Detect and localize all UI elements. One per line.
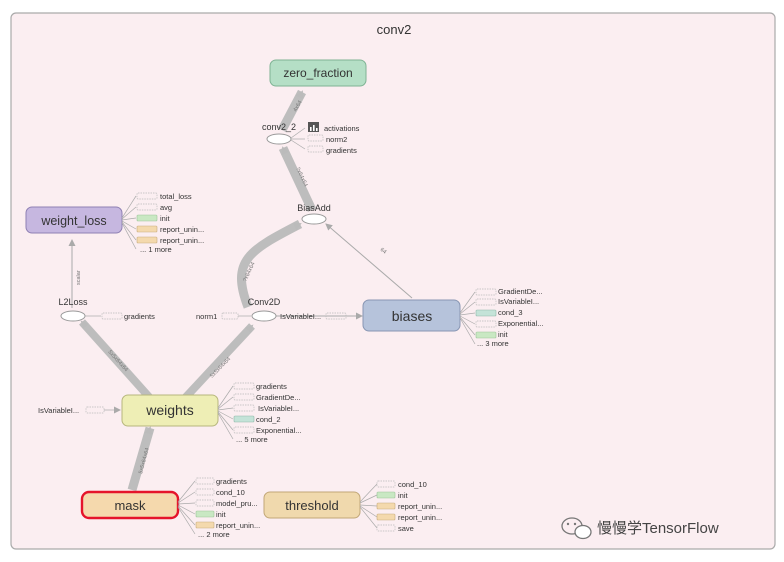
node-threshold[interactable]: threshold — [263, 491, 361, 519]
aux-conv2-2-0: activations — [324, 124, 360, 133]
edge-biases-biasadd — [325, 223, 413, 299]
aux-weight-loss-5[interactable]: ... 1 more — [140, 245, 172, 254]
aux-weights-1: GradientDe... — [256, 393, 301, 402]
aux-weight-loss-2: init — [160, 214, 171, 223]
op-conv2-2[interactable]: conv2_2 — [262, 122, 296, 145]
node-mask-label: mask — [114, 498, 146, 513]
aux-weights-in-0: IsVariableI... — [38, 406, 79, 415]
aux-conv2-2-1: norm2 — [326, 135, 347, 144]
aux-mask-3: init — [216, 510, 227, 519]
aux-biases-2: cond_3 — [498, 308, 523, 317]
aux-weight-loss: total_loss avg init report_unin... repor… — [121, 192, 204, 254]
edge-label-biases-add: 64 — [379, 247, 388, 256]
aux-weight-loss-0: total_loss — [160, 192, 192, 201]
edge-label-l2-loss: scalar — [76, 270, 82, 285]
aux-weights-4: Exponential... — [256, 426, 301, 435]
aux-biases-4: init — [498, 330, 509, 339]
node-biases-label: biases — [392, 308, 432, 324]
aux-weights-2: IsVariableI... — [258, 404, 299, 413]
aux-threshold-4: save — [398, 524, 414, 533]
aux-mask-2: model_pru... — [216, 499, 258, 508]
node-zero-fraction[interactable]: zero_fraction — [269, 59, 367, 87]
node-weight-loss[interactable]: weight_loss — [25, 206, 123, 234]
aux-threshold-0: cond_10 — [398, 480, 427, 489]
node-zero-fraction-label: zero_fraction — [283, 66, 352, 80]
edges — [79, 89, 317, 492]
edge-weights-conv2d — [182, 323, 255, 401]
aux-weight-loss-1: avg — [160, 203, 172, 212]
edge-label-conv-zero: 4x64 — [293, 100, 304, 113]
node-mask[interactable]: mask — [80, 490, 180, 520]
node-weights[interactable]: weights — [121, 394, 219, 427]
aux-threshold: cond_10 init report_unin... report_unin.… — [359, 480, 442, 533]
op-l2loss-label: L2Loss — [58, 297, 88, 307]
node-weights-label: weights — [145, 402, 193, 418]
aux-conv2d: norm1 IsVariableI... — [196, 312, 347, 321]
aux-mask-1: cond_10 — [216, 488, 245, 497]
op-conv2-2-label: conv2_2 — [262, 122, 296, 132]
aux-l2loss-0: gradients — [124, 312, 155, 321]
aux-biases-3: Exponential... — [498, 319, 543, 328]
aux-mask-0: gradients — [216, 477, 247, 486]
aux-weights-0: gradients — [256, 382, 287, 391]
aux-biases-5[interactable]: ... 3 more — [477, 339, 509, 348]
node-weight-loss-label: weight_loss — [40, 214, 106, 228]
watermark: 慢慢学TensorFlow — [561, 517, 719, 540]
group-title: conv2 — [377, 22, 412, 37]
thin-edges — [68, 223, 413, 320]
aux-threshold-1: init — [398, 491, 409, 500]
aux-mask: gradients cond_10 model_pru... init repo… — [177, 477, 260, 539]
op-conv2d[interactable]: Conv2D — [248, 297, 281, 322]
aux-biases: GradientDe... IsVariableI... cond_3 Expo… — [459, 287, 543, 348]
edge-weights-l2loss — [79, 319, 153, 401]
op-biasadd-label: BiasAdd — [297, 203, 331, 213]
node-threshold-label: threshold — [285, 498, 338, 513]
aux-mask-5[interactable]: ... 2 more — [198, 530, 230, 539]
aux-weight-loss-3: report_unin... — [160, 225, 204, 234]
edge-conv22-zero — [278, 89, 306, 133]
aux-weight-loss-4: report_unin... — [160, 236, 204, 245]
aux-threshold-3: report_unin... — [398, 513, 442, 522]
aux-weights-3: cond_2 — [256, 415, 281, 424]
aux-mask-4: report_unin... — [216, 521, 260, 530]
edge-biasadd-conv22 — [278, 146, 317, 212]
edge-conv2d-biasadd — [237, 220, 303, 309]
aux-weights-5[interactable]: ... 5 more — [236, 435, 268, 444]
aux-conv2d-out-0: IsVariableI... — [280, 312, 321, 321]
aux-conv2-2-2: gradients — [326, 146, 357, 155]
aux-conv2-2: activations norm2 gradients — [290, 122, 360, 155]
wechat-icon — [561, 517, 592, 540]
aux-threshold-2: report_unin... — [398, 502, 442, 511]
aux-weights: gradients GradientDe... IsVariableI... c… — [217, 382, 301, 444]
op-conv2d-label: Conv2D — [248, 297, 281, 307]
node-biases[interactable]: biases — [362, 299, 461, 332]
summary-icon — [308, 122, 319, 132]
aux-weights-in: IsVariableI... — [38, 406, 121, 415]
aux-biases-1: IsVariableI... — [498, 297, 539, 306]
aux-biases-0: GradientDe... — [498, 287, 543, 296]
watermark-text: 慢慢学TensorFlow — [597, 520, 719, 537]
op-biasadd[interactable]: BiasAdd — [297, 203, 331, 225]
edge-mask-weights — [127, 426, 155, 492]
aux-l2loss: gradients — [85, 312, 155, 321]
aux-conv2d-in-0: norm1 — [196, 312, 217, 321]
